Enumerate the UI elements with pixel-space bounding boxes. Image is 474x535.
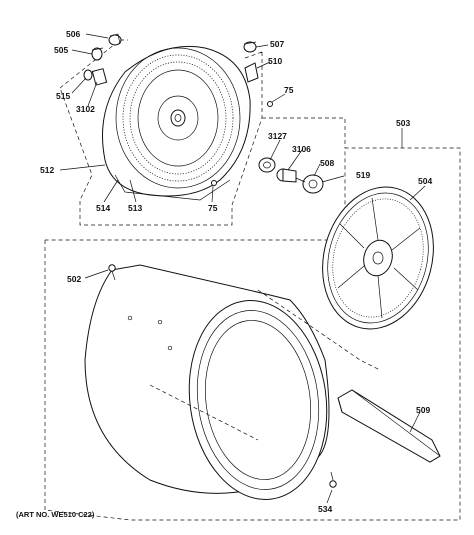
- label-519: 519: [356, 170, 370, 180]
- label-502: 502: [67, 274, 81, 284]
- label-3102: 3102: [76, 104, 95, 114]
- plate-3102: [91, 68, 108, 86]
- screw-75-bottom: [211, 180, 217, 186]
- heater-507: [243, 41, 257, 53]
- label-506: 506: [66, 29, 80, 39]
- screw-502: [108, 264, 116, 281]
- label-503: 503: [396, 118, 410, 128]
- shaft-508: [295, 174, 324, 194]
- label-75-lower: 75: [208, 203, 218, 213]
- screw-75-top: [267, 101, 273, 107]
- bracket-510: [244, 62, 259, 83]
- label-513: 513: [128, 203, 142, 213]
- label-504: 504: [418, 176, 432, 186]
- screw-534: [329, 471, 337, 488]
- label-509: 509: [416, 405, 430, 415]
- label-507: 507: [270, 39, 284, 49]
- label-512: 512: [40, 165, 54, 175]
- leader-lines: [59, 33, 426, 504]
- thermostat-506: [108, 33, 122, 46]
- label-505: 505: [54, 45, 68, 55]
- baffle-509: [337, 389, 441, 463]
- art-number: (ART NO. WE510 C22): [16, 510, 95, 519]
- drum: [84, 264, 330, 500]
- rear-assembly-group-outline: [59, 39, 263, 226]
- washer-3127: [258, 157, 276, 173]
- sensor-515: [83, 69, 93, 81]
- label-514: 514: [96, 203, 110, 213]
- drum-axis-line: [149, 289, 381, 441]
- label-3127: 3127: [268, 131, 287, 141]
- label-75-upper: 75: [284, 85, 294, 95]
- thermostat-505: [91, 47, 104, 61]
- rear-bulkhead: [102, 45, 251, 201]
- label-534: 534: [318, 504, 332, 514]
- label-3106: 3106: [292, 144, 311, 154]
- bearing-3106: [276, 168, 297, 183]
- label-510: 510: [268, 56, 282, 66]
- label-508: 508: [320, 158, 334, 168]
- label-515: 515: [56, 91, 70, 101]
- drum-back-plate: [322, 186, 434, 330]
